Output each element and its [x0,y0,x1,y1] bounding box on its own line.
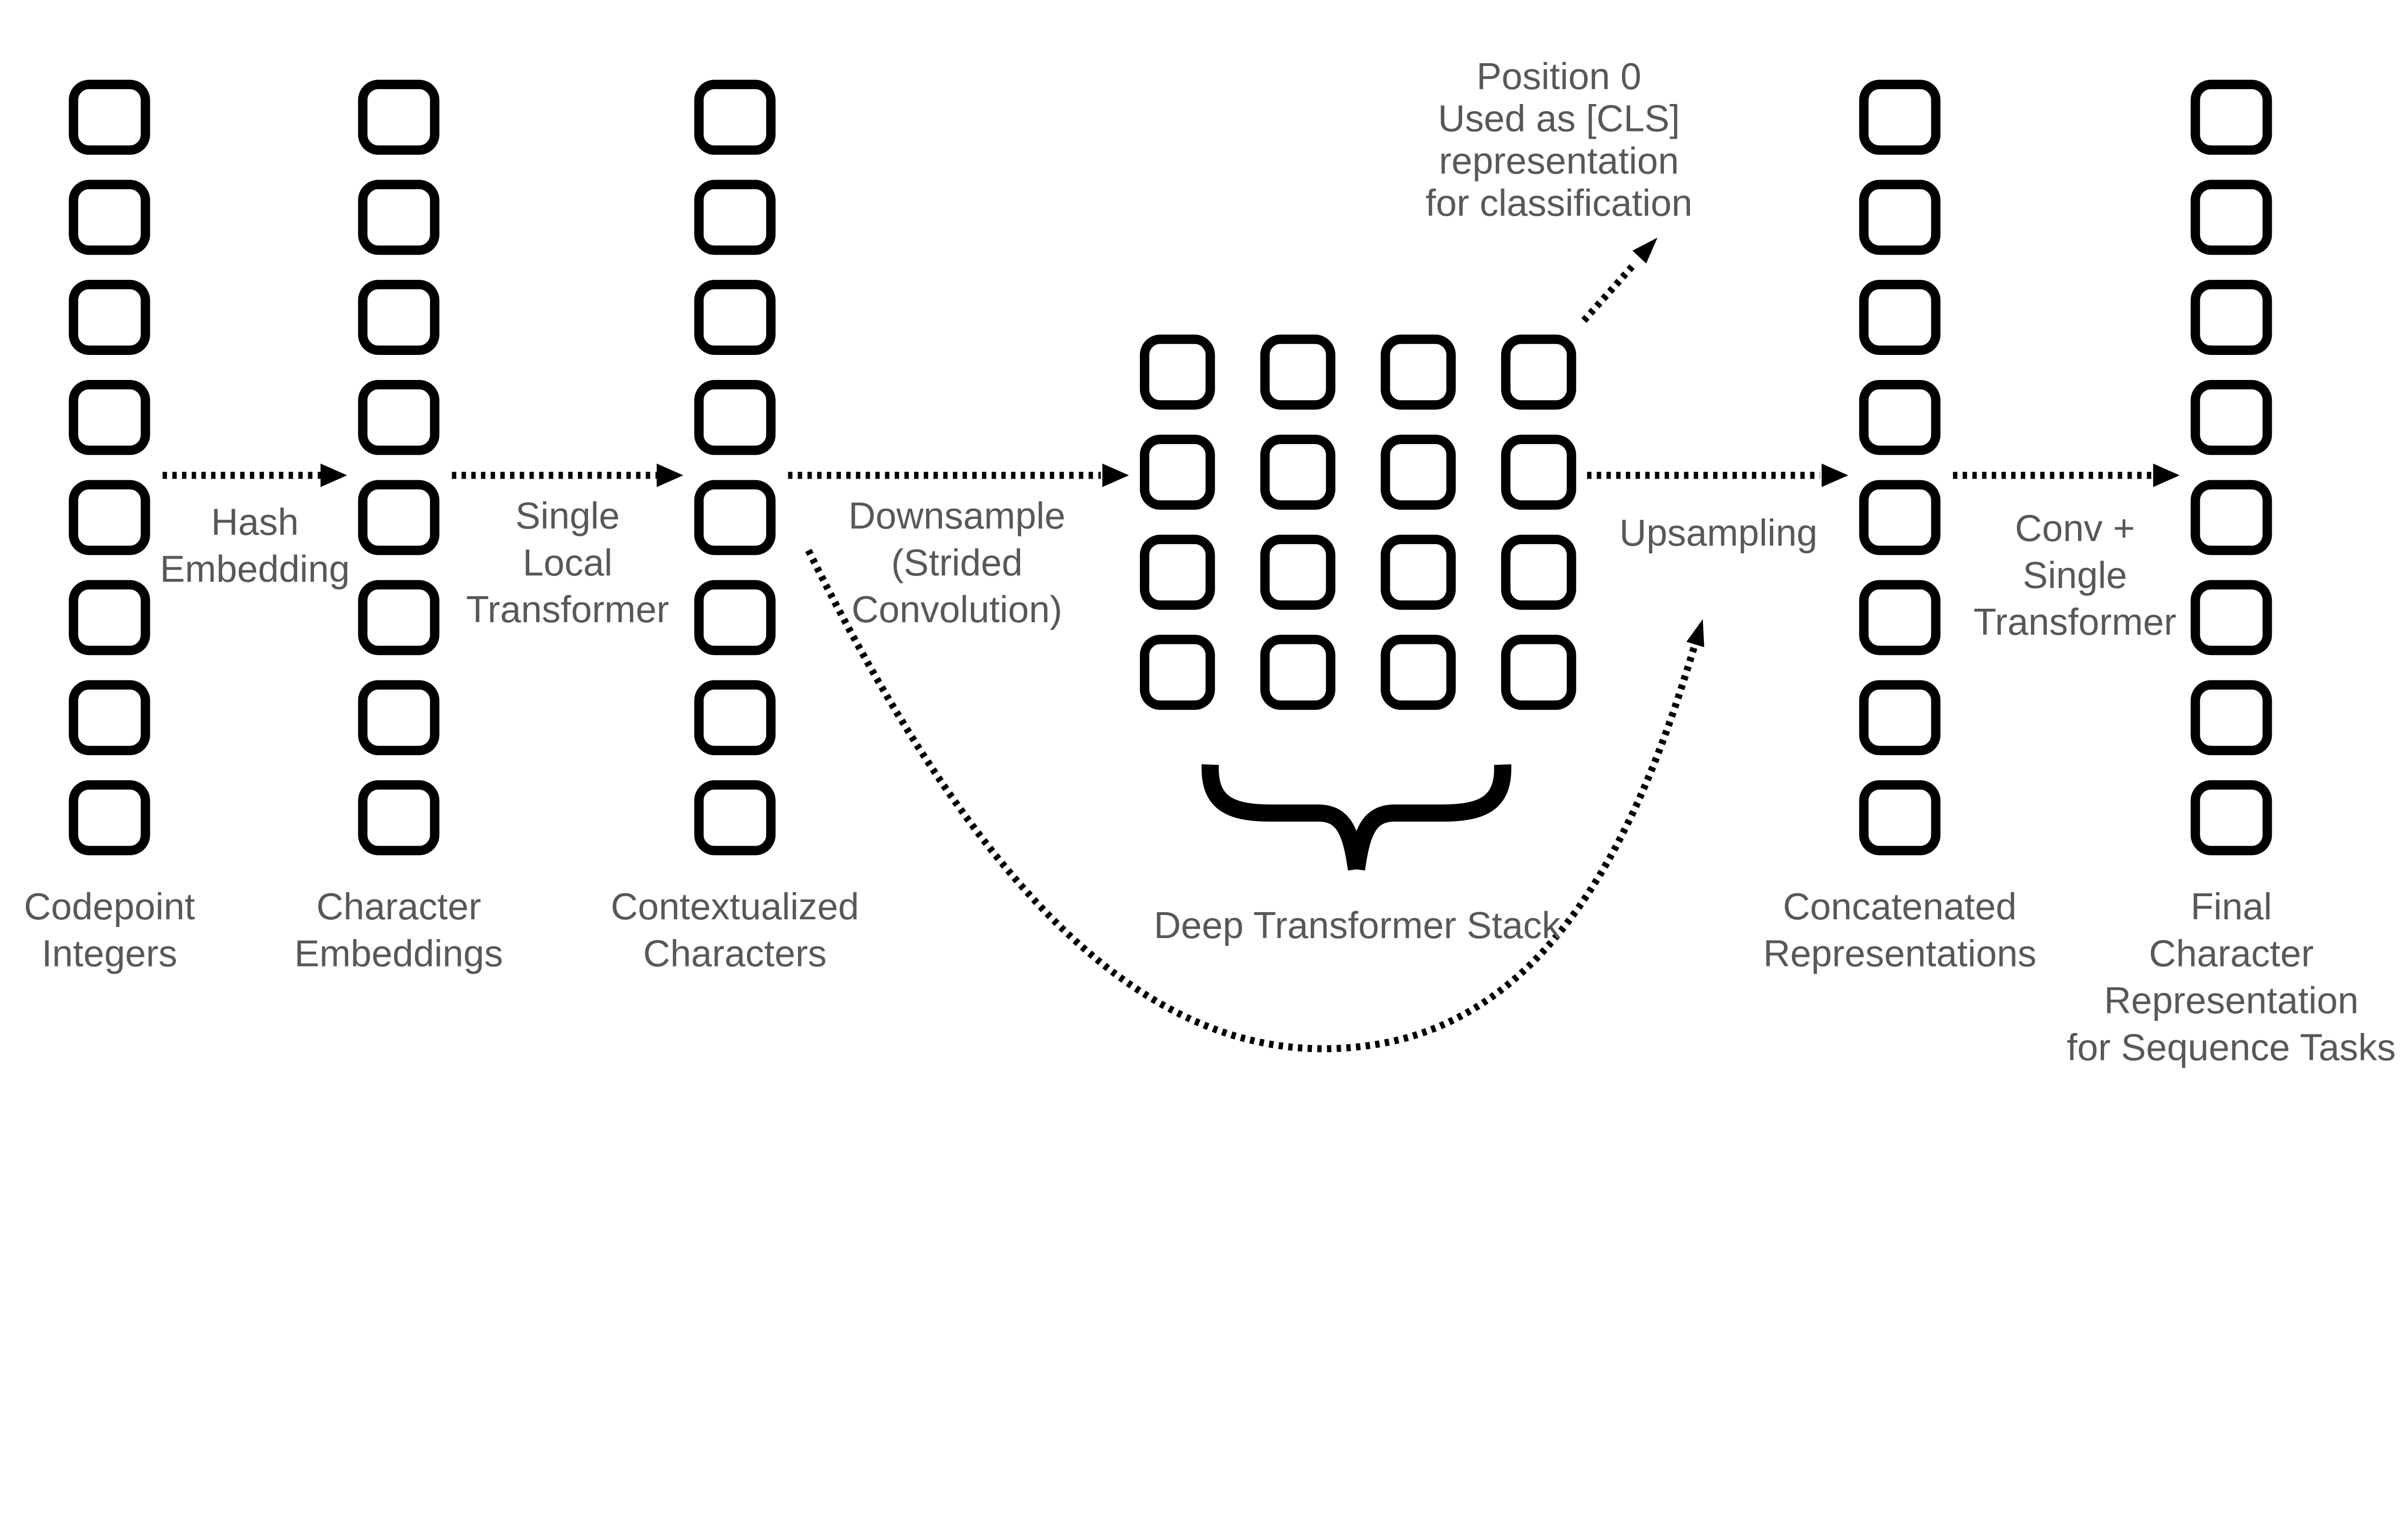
token-cell [694,180,776,255]
label-character-embeddings: Character Embeddings [294,886,503,976]
token-cell [2190,480,2272,555]
token-cell [68,680,150,756]
token-cell [694,480,776,555]
token-cell [358,280,440,355]
label-final-representation: Final Character Representation for Seque… [2067,886,2396,1070]
token-cell [1139,334,1215,410]
upsampling-arrowhead [1821,463,1848,487]
token-cell [68,379,150,455]
token-cell [68,780,150,855]
hash-embedding-arrowhead [320,463,347,487]
token-cell [358,79,440,155]
token-cell [694,379,776,455]
token-cell [1859,180,1941,255]
token-cell [1859,680,1941,756]
token-cell [68,580,150,655]
token-cell [358,780,440,855]
token-cell [358,580,440,655]
token-cell [68,180,150,255]
conv-single-transformer-arrowhead [2153,463,2180,487]
token-cell [1260,334,1335,410]
token-cell [694,79,776,155]
token-cell [2190,680,2272,756]
token-cell [2190,580,2272,655]
label-single-local-transformer: Single Local Transformer [466,496,669,632]
token-cell [1501,334,1576,410]
downsample-arrowhead [1102,463,1129,487]
token-cell [1859,280,1941,355]
token-cell [2190,79,2272,155]
column-final-representation [2190,79,2272,855]
token-cell [694,780,776,855]
token-cell [1501,434,1576,510]
token-cell [1859,780,1941,855]
token-cell [2190,180,2272,255]
brace-right-half [1348,764,1511,871]
token-cell [358,180,440,255]
canine-architecture-diagram: Codepoint Integers Character Embeddings … [24,56,2396,1070]
label-upsampling: Upsampling [1619,512,1818,555]
downsampled-grid [1139,334,1576,710]
token-cell [1859,79,1941,155]
label-hash-embedding: Hash Embedding [160,502,350,591]
token-cell [1139,635,1215,710]
token-cell [68,79,150,155]
cls-arrow-line [1581,260,1638,323]
column-character-embeddings [358,79,440,855]
column-contextualized-characters [694,79,776,855]
label-deep-transformer-stack: Deep Transformer Stack [1153,905,1561,948]
token-cell [1380,434,1456,510]
single-local-transformer-arrowhead [656,463,683,487]
token-cell [694,580,776,655]
label-downsample: Downsample (Strided Convolution) [848,496,1066,632]
skip-connection-arrowhead [1686,619,1704,647]
label-concatenated-representations: Concatenated Representations [1763,886,2037,976]
token-cell [1501,535,1576,610]
label-conv-single-transformer: Conv + Single Transformer [1973,508,2177,644]
token-cell [68,480,150,555]
token-cell [2190,379,2272,455]
token-cell [1139,535,1215,610]
token-cell [68,280,150,355]
token-cell [1859,480,1941,555]
label-contextualized-characters: Contextualized Characters [611,886,859,976]
token-cell [1380,635,1456,710]
token-cell [694,280,776,355]
token-cell [2190,280,2272,355]
cls-arrowhead [1632,237,1658,264]
label-codepoint-integers: Codepoint Integers [24,886,195,976]
token-cell [694,680,776,756]
token-cell [1260,635,1335,710]
column-codepoint-integers [68,79,150,855]
token-cell [1139,434,1215,510]
token-cell [1380,334,1456,410]
token-cell [358,379,440,455]
token-cell [1859,379,1941,455]
token-cell [2190,780,2272,855]
token-cell [358,480,440,555]
connector-layer [162,237,2180,1053]
label-cls-note: Position 0 Used as [CLS] representation … [1425,56,1693,225]
token-cell [1260,434,1335,510]
token-cell [358,680,440,756]
token-cell [1501,635,1576,710]
brace-left-half [1202,764,1365,871]
token-cell [1859,580,1941,655]
column-concatenated-representations [1859,79,1941,855]
token-cell [1260,535,1335,610]
token-cell [1380,535,1456,610]
